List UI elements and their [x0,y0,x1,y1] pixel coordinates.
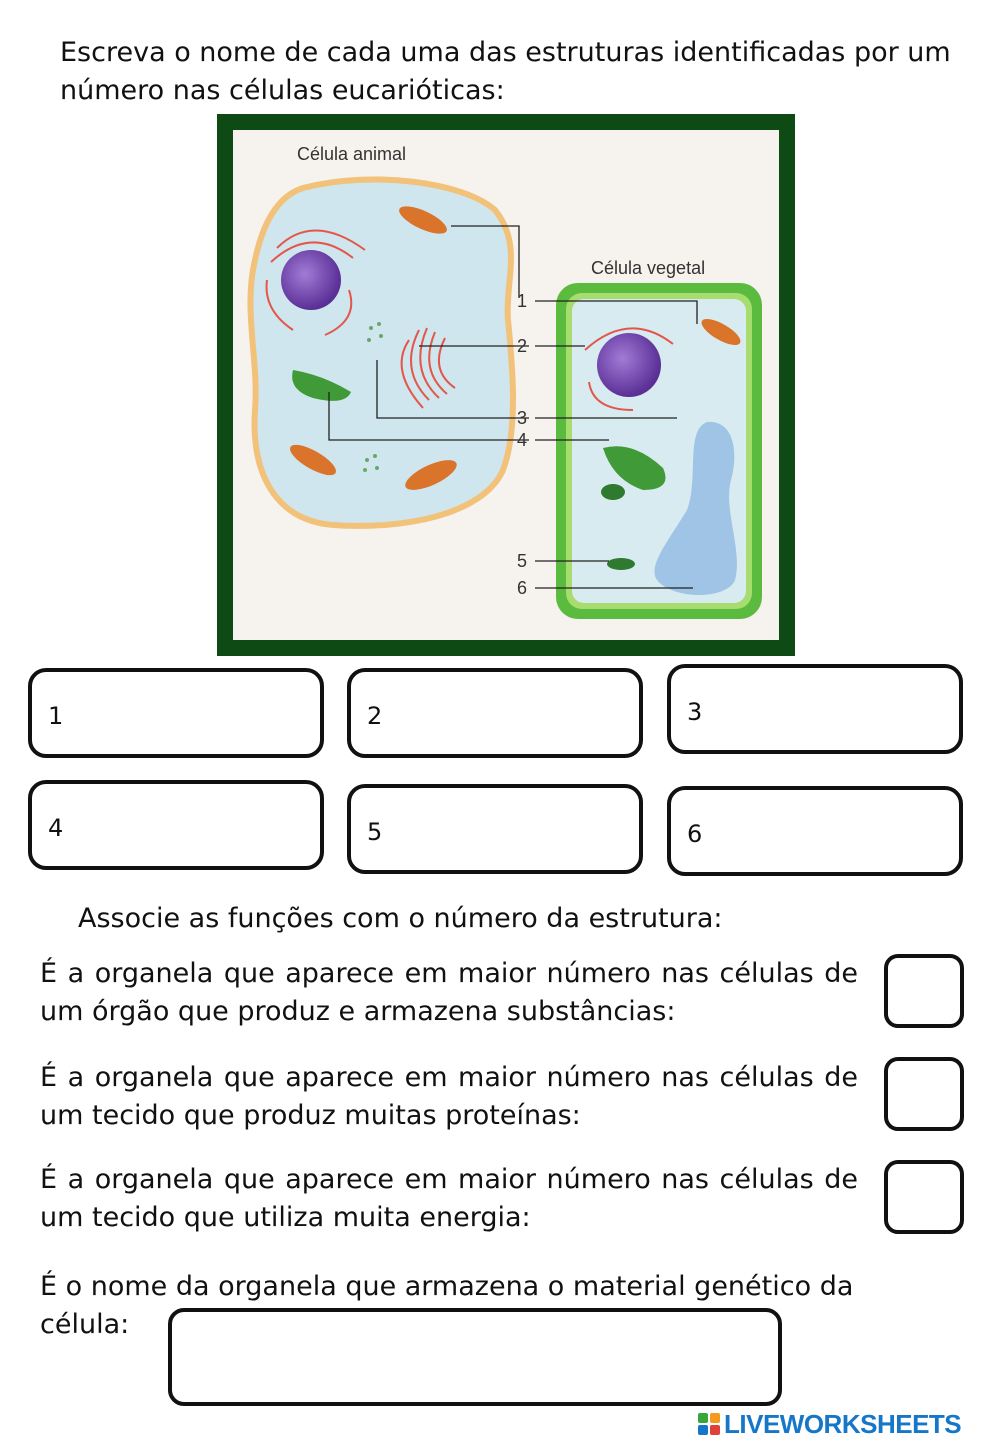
animal-cell-label: Célula animal [297,144,406,164]
answer-input-2[interactable] [399,688,625,738]
question-3-answer-box [884,1160,964,1234]
plant-vacuole [654,421,737,595]
answer-input-6[interactable] [719,806,945,856]
animal-mitochondrion [290,444,336,476]
animal-nucleus [281,250,341,310]
plant-cell-label: Célula vegetal [591,258,705,278]
answer-number-4: 4 [48,814,64,842]
question-4: É o nome da organela que armazena o mate… [40,1271,854,1302]
answer-input-1[interactable] [80,688,306,738]
answer-number-3: 3 [687,698,703,726]
answer-input-3[interactable] [719,684,945,734]
callout-3: 3 [517,408,527,428]
cell-diagram: Célula animal Célula vegetal [217,114,795,656]
callout-6: 6 [517,578,527,598]
plant-chloroplast [603,446,666,490]
instruction-text: Escreva o nome de cada uma das estrutura… [60,37,951,106]
answer-box-2: 2 [347,668,643,758]
animal-organelle [292,370,351,401]
question-3: É a organela que aparece em maior número… [40,1164,858,1233]
question-2: É a organela que aparece em maior número… [40,1062,858,1131]
plant-mitochondrion [701,319,741,345]
callout-5: 5 [517,551,527,571]
question-4-input[interactable] [172,1312,778,1402]
liveworksheets-brand: LIVEWORKSHEETS [698,1408,962,1439]
callout-4: 4 [517,430,527,450]
question-1-input[interactable] [888,958,964,1026]
liveworksheets-logo-icon [698,1413,720,1435]
question-1-answer-box [884,954,964,1028]
question-3-input[interactable] [888,1164,964,1232]
association-title: Associe as funções com o número da estru… [78,903,723,934]
callout-1: 1 [517,291,527,311]
callout-numbers: 1 2 3 4 5 6 [517,291,527,598]
answer-number-2: 2 [367,702,383,730]
answer-number-6: 6 [687,820,703,848]
question-4-continuation: célula: [40,1309,130,1340]
callout-lines [328,225,698,589]
answer-box-6: 6 [667,786,963,876]
answer-input-4[interactable] [80,800,306,850]
callout-2: 2 [517,336,527,356]
animal-mitochondrion [405,460,457,490]
animal-mitochondrion [399,206,447,234]
plant-chloroplast [607,558,635,570]
brand-name: LIVEWORKSHEETS [724,1408,962,1439]
animal-golgi [400,327,456,409]
plant-chloroplast [601,484,625,500]
answer-input-5[interactable] [399,804,625,854]
plant-cell: Célula vegetal [556,258,762,619]
answer-number-5: 5 [367,818,383,846]
answer-box-5: 5 [347,784,643,874]
question-4-answer-box [168,1308,782,1406]
answer-box-1: 1 [28,668,324,758]
animal-cell: Célula animal [247,144,516,529]
cell-diagram-image: Célula animal Célula vegetal [233,130,779,640]
answer-number-1: 1 [48,702,64,730]
plant-nucleus [597,333,661,397]
answer-box-4: 4 [28,780,324,870]
question-2-input[interactable] [888,1061,964,1129]
question-2-answer-box [884,1057,964,1131]
answer-box-3: 3 [667,664,963,754]
question-1: É a organela que aparece em maior número… [40,958,858,1027]
